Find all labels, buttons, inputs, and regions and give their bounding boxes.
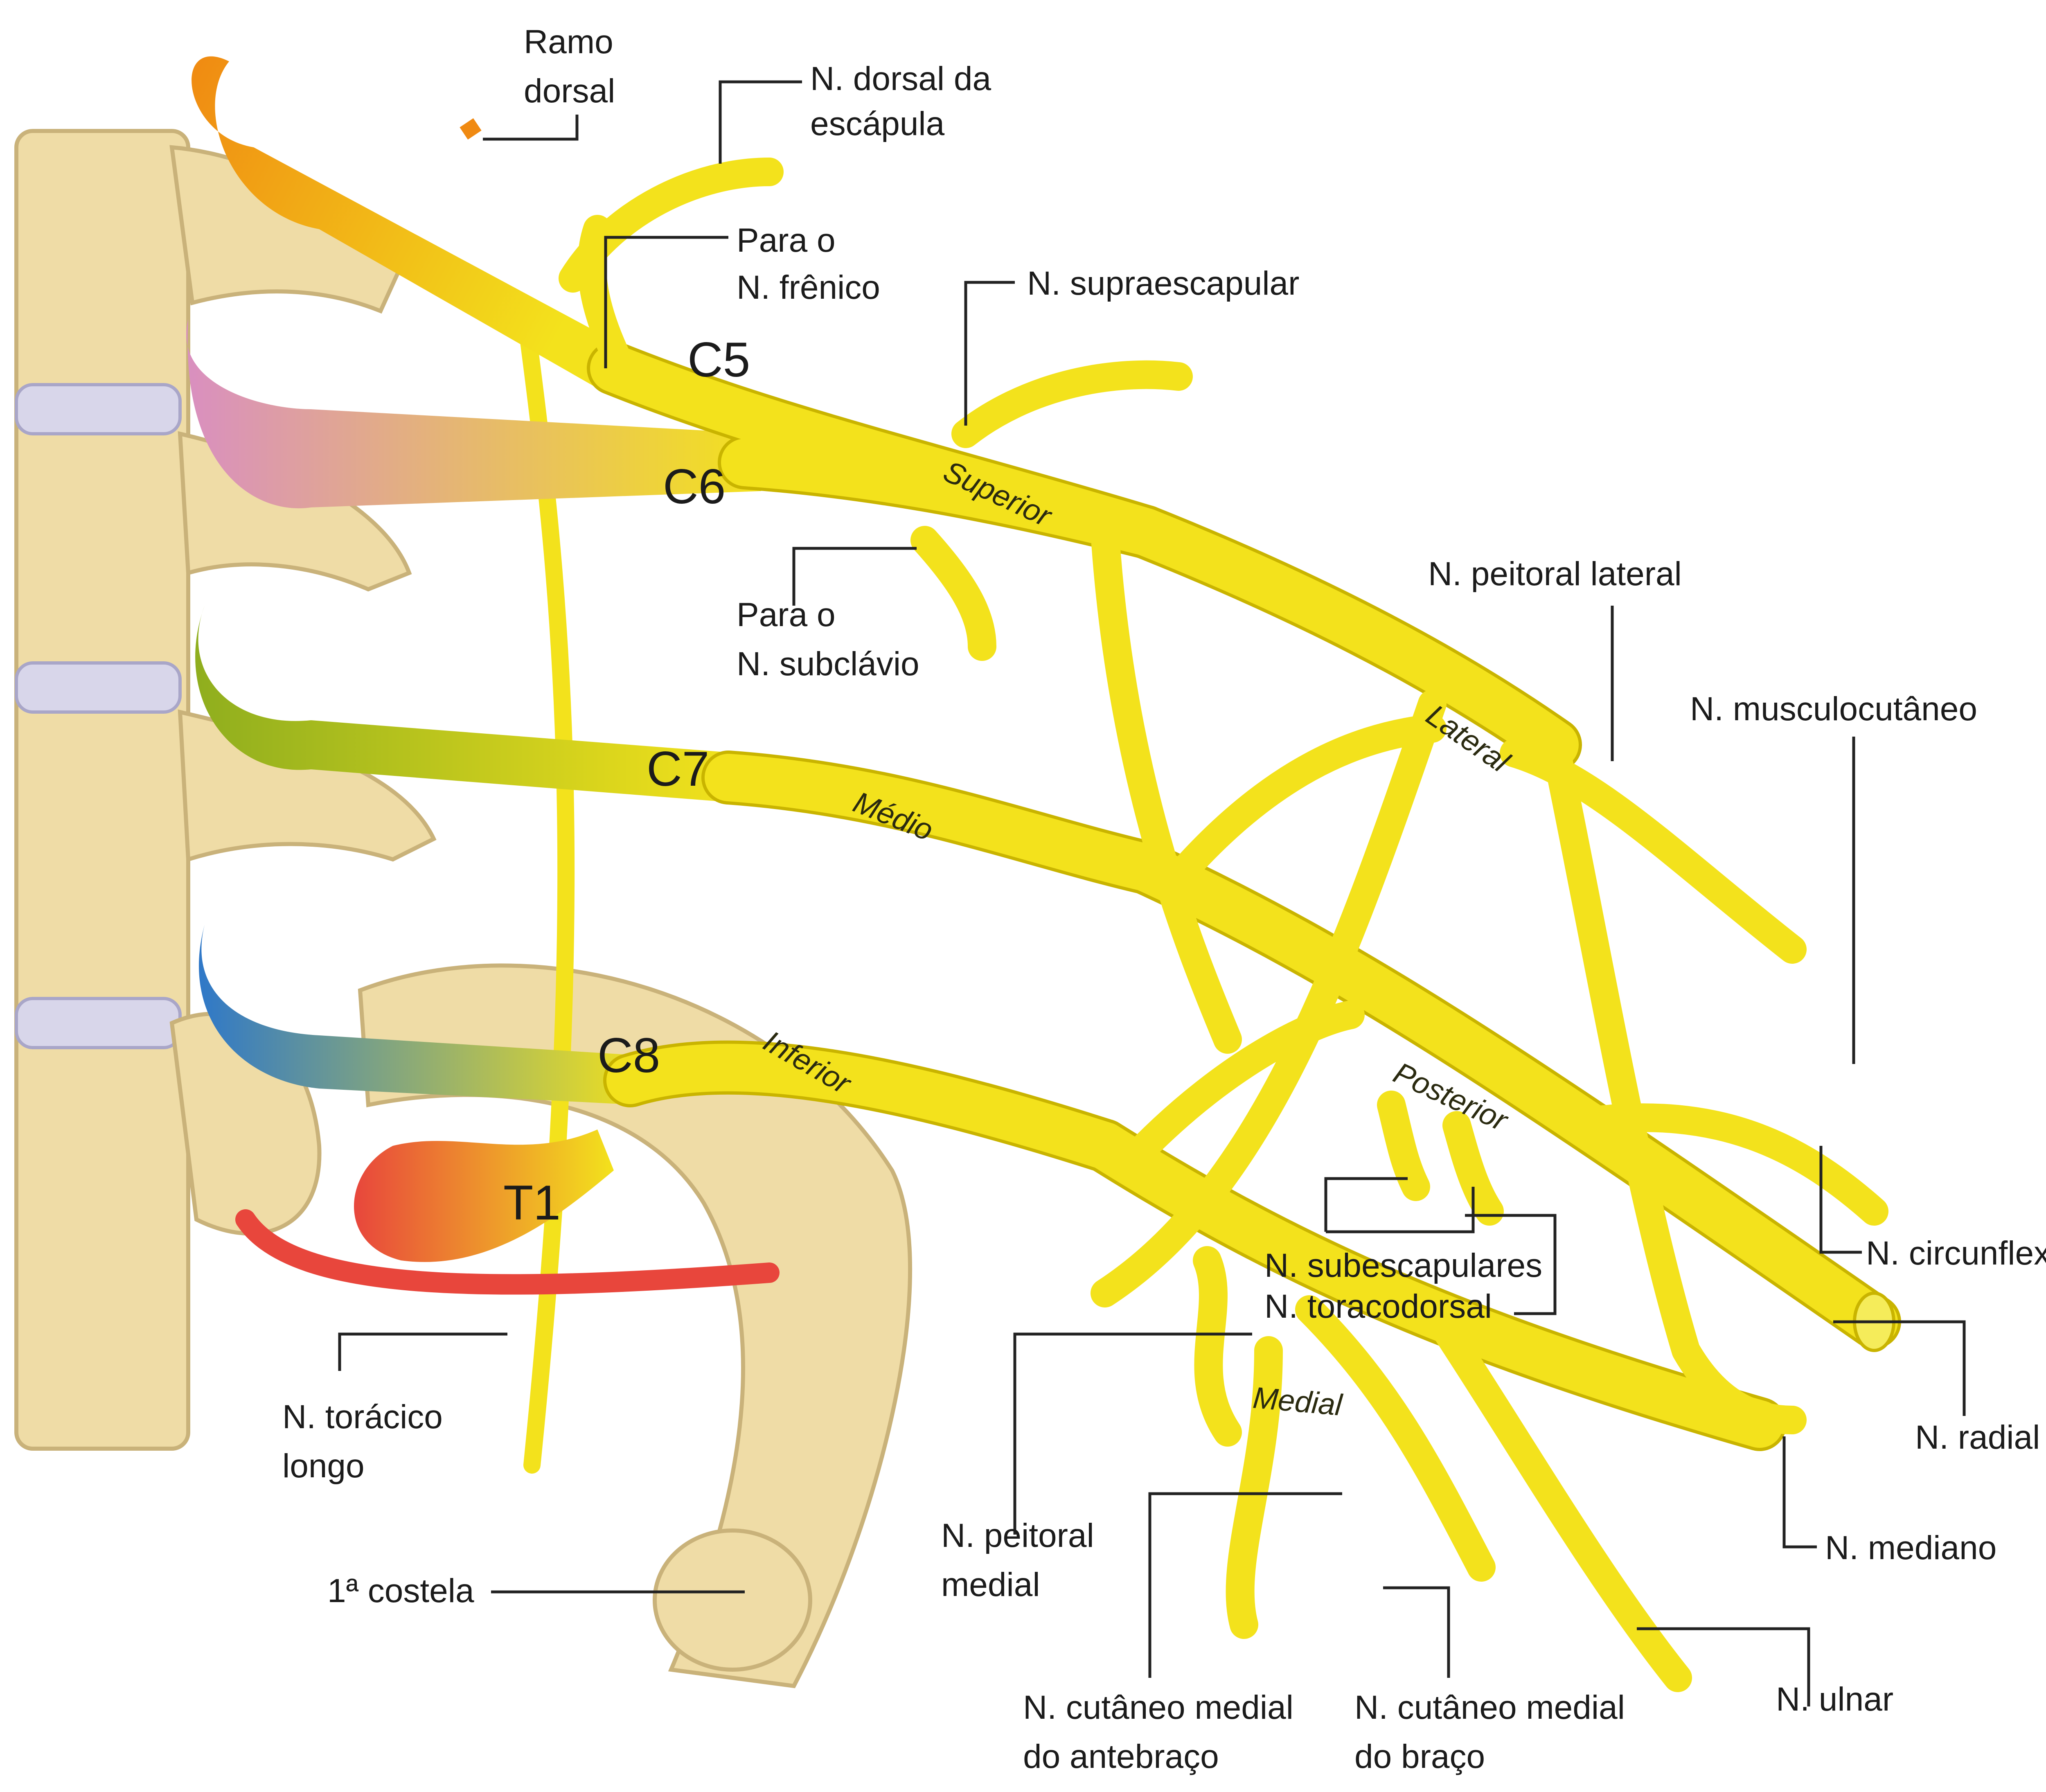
label-n-circunflexo: N. circunflexo bbox=[1866, 1235, 2046, 1272]
label-n-toracodorsal: N. toracodorsal bbox=[1264, 1288, 1492, 1325]
label-n-toracico-longo-1: N. torácico bbox=[282, 1398, 443, 1436]
label-ramo-dorsal-1: Ramo bbox=[524, 23, 613, 61]
label-n-mediano: N. mediano bbox=[1825, 1529, 1996, 1567]
label-n-subescapulares: N. subescapulares bbox=[1264, 1247, 1542, 1284]
label-n-supraescapular: N. supraescapular bbox=[1027, 265, 1299, 302]
first-rib-end bbox=[655, 1531, 810, 1670]
root-label-c7: C7 bbox=[647, 742, 709, 796]
root-t1-ganglion bbox=[354, 1129, 614, 1262]
subclavian-nerve bbox=[925, 540, 982, 647]
label-para-n-subclavio-1: Para o bbox=[737, 596, 836, 633]
label-para-n-subclavio-2: N. subclávio bbox=[737, 645, 919, 683]
label-n-peitoral-medial-1: N. peitoral bbox=[941, 1517, 1094, 1554]
intervertebral-disc bbox=[16, 385, 180, 434]
intervertebral-disc bbox=[16, 663, 180, 712]
label-n-ulnar: N. ulnar bbox=[1776, 1681, 1893, 1718]
root-label-c8: C8 bbox=[597, 1028, 660, 1083]
label-n-cutaneo-medial-braco-2: do braço bbox=[1354, 1738, 1485, 1775]
label-n-dorsal-escapula-2: escápula bbox=[810, 105, 945, 142]
label-para-n-frenico-2: N. frênico bbox=[737, 269, 880, 306]
label-n-dorsal-escapula-1: N. dorsal da bbox=[810, 60, 991, 97]
root-label-c6: C6 bbox=[663, 459, 726, 514]
label-n-cutaneo-medial-antebraco-1: N. cutâneo medial bbox=[1023, 1689, 1293, 1726]
label-ramo-dorsal-2: dorsal bbox=[524, 72, 615, 110]
label-n-musculocutaneo: N. musculocutâneo bbox=[1690, 690, 1977, 728]
vertebral-column bbox=[16, 131, 434, 1449]
label-para-n-frenico-1: Para o bbox=[737, 222, 836, 259]
root-label-c5: C5 bbox=[687, 332, 750, 387]
label-n-toracico-longo-2: longo bbox=[282, 1447, 365, 1485]
intervertebral-disc bbox=[16, 999, 180, 1048]
c7-middle-trunk bbox=[728, 778, 1146, 868]
label-n-cutaneo-medial-braco-1: N. cutâneo medial bbox=[1354, 1689, 1625, 1726]
long-thoracic-nerve bbox=[528, 336, 566, 1465]
label-n-peitoral-medial-2: medial bbox=[941, 1566, 1040, 1603]
subscapular-nerve bbox=[1391, 1105, 1416, 1187]
medial-pectoral-nerve bbox=[1207, 1260, 1228, 1432]
suprascapular-nerve bbox=[966, 375, 1178, 434]
label-n-peitoral-lateral: N. peitoral lateral bbox=[1428, 555, 1682, 593]
label-n-radial: N. radial bbox=[1915, 1419, 2040, 1456]
superior-posterior-division bbox=[1105, 532, 1228, 1039]
dorsal-ramus bbox=[466, 123, 475, 135]
root-label-t1: T1 bbox=[503, 1175, 561, 1230]
label-n-cutaneo-medial-antebraco-2: do antebraço bbox=[1023, 1738, 1219, 1775]
label-primeira-costela: 1ª costela bbox=[327, 1572, 474, 1609]
